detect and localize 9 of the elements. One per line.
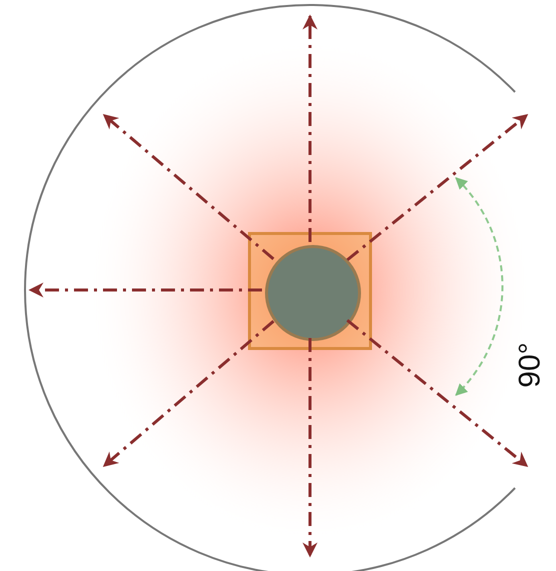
radiating-arrow <box>28 282 262 298</box>
radiating-arrow <box>346 319 528 468</box>
angle-label: 90° <box>514 342 548 388</box>
radiating-arrow <box>346 114 528 262</box>
source-square <box>248 232 372 350</box>
radiating-arrow <box>102 114 274 260</box>
radiating-arrow <box>102 320 274 468</box>
radiating-arrow <box>302 14 318 242</box>
radiating-arrow <box>302 338 318 558</box>
